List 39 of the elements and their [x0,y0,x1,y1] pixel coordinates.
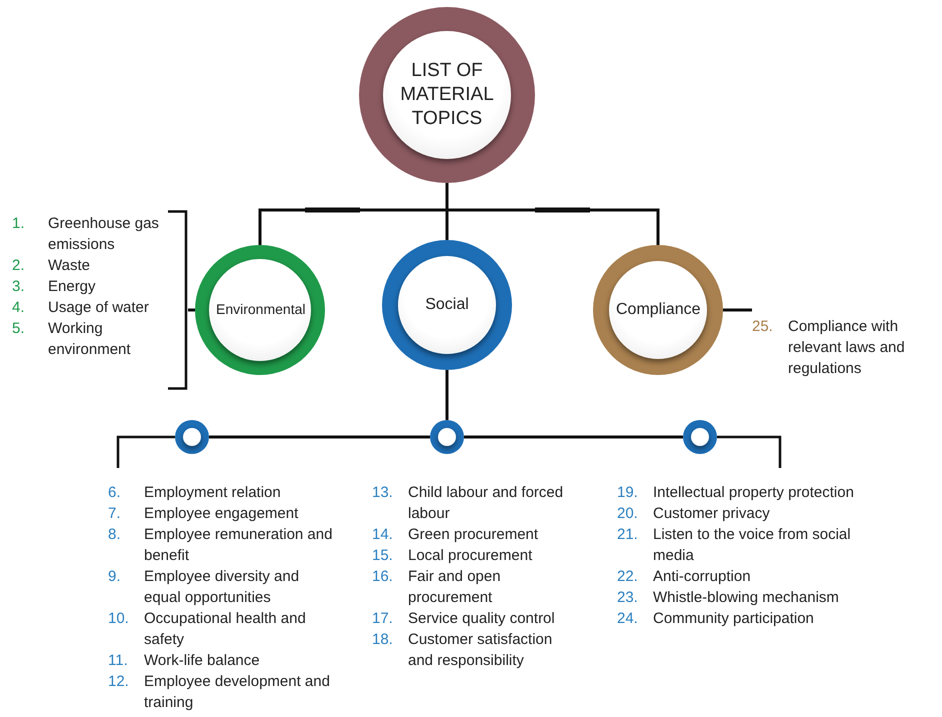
list-item: 24. Community participation [617,609,815,629]
list-item: 4. Usage of water [12,298,150,318]
list-item: 23. Whistle-blowing mechanism [617,588,840,608]
connector-line [723,308,752,312]
list-item: 6. Employment relation [108,483,282,503]
list-item: 19. Intellectual property protection [617,483,855,503]
circle-label: Environmental [216,301,304,319]
list-item: 12. Employee development and training [108,672,331,713]
list-item: 10. Occupational health and safety [108,609,307,650]
list-item: 5. Working environment [12,319,132,360]
list-item: 25. Compliance with relevant laws and regulations [752,317,906,379]
list-item: 21. Listen to the voice from social media [617,525,852,566]
connector-line [446,370,448,420]
list-item: 20. Customer privacy [617,504,771,524]
topic-list [12,210,188,390]
small-circle [683,420,717,454]
list-item: 22. Anti-corruption [617,567,752,587]
connector-line [188,308,195,312]
list-item: 17. Service quality control [372,609,556,629]
list-item: 7. Employee engagement [108,504,300,524]
circle-label: Social [425,295,469,315]
list-item: 15. Local procurement [372,546,534,566]
connector-line [446,183,660,245]
list-item: 1. Greenhouse gas emissions [12,214,160,255]
list-item: 18. Customer satisfaction and responsibility [372,630,554,671]
circle-label: LIST OF MATERIAL TOPICS [399,59,495,131]
list-item: 11. Work-life balance [108,651,261,671]
circle-label: Compliance [616,300,700,320]
connector-line [464,436,683,438]
list-item: 13. Child labour and forced labour [372,483,564,524]
list-item: 8. Employee remuneration and benefit [108,525,334,566]
small-circle [430,420,464,454]
small-circle [175,420,209,454]
list-item: 16. Fair and open procurement [372,567,502,608]
connector-line [209,436,430,438]
list-item: 3. Energy [12,277,97,297]
list-item: 14. Green procurement [372,525,540,545]
list-item: 9. Employee diversity and equal opportunities [108,567,300,608]
list-item: 2. Waste [12,256,91,276]
